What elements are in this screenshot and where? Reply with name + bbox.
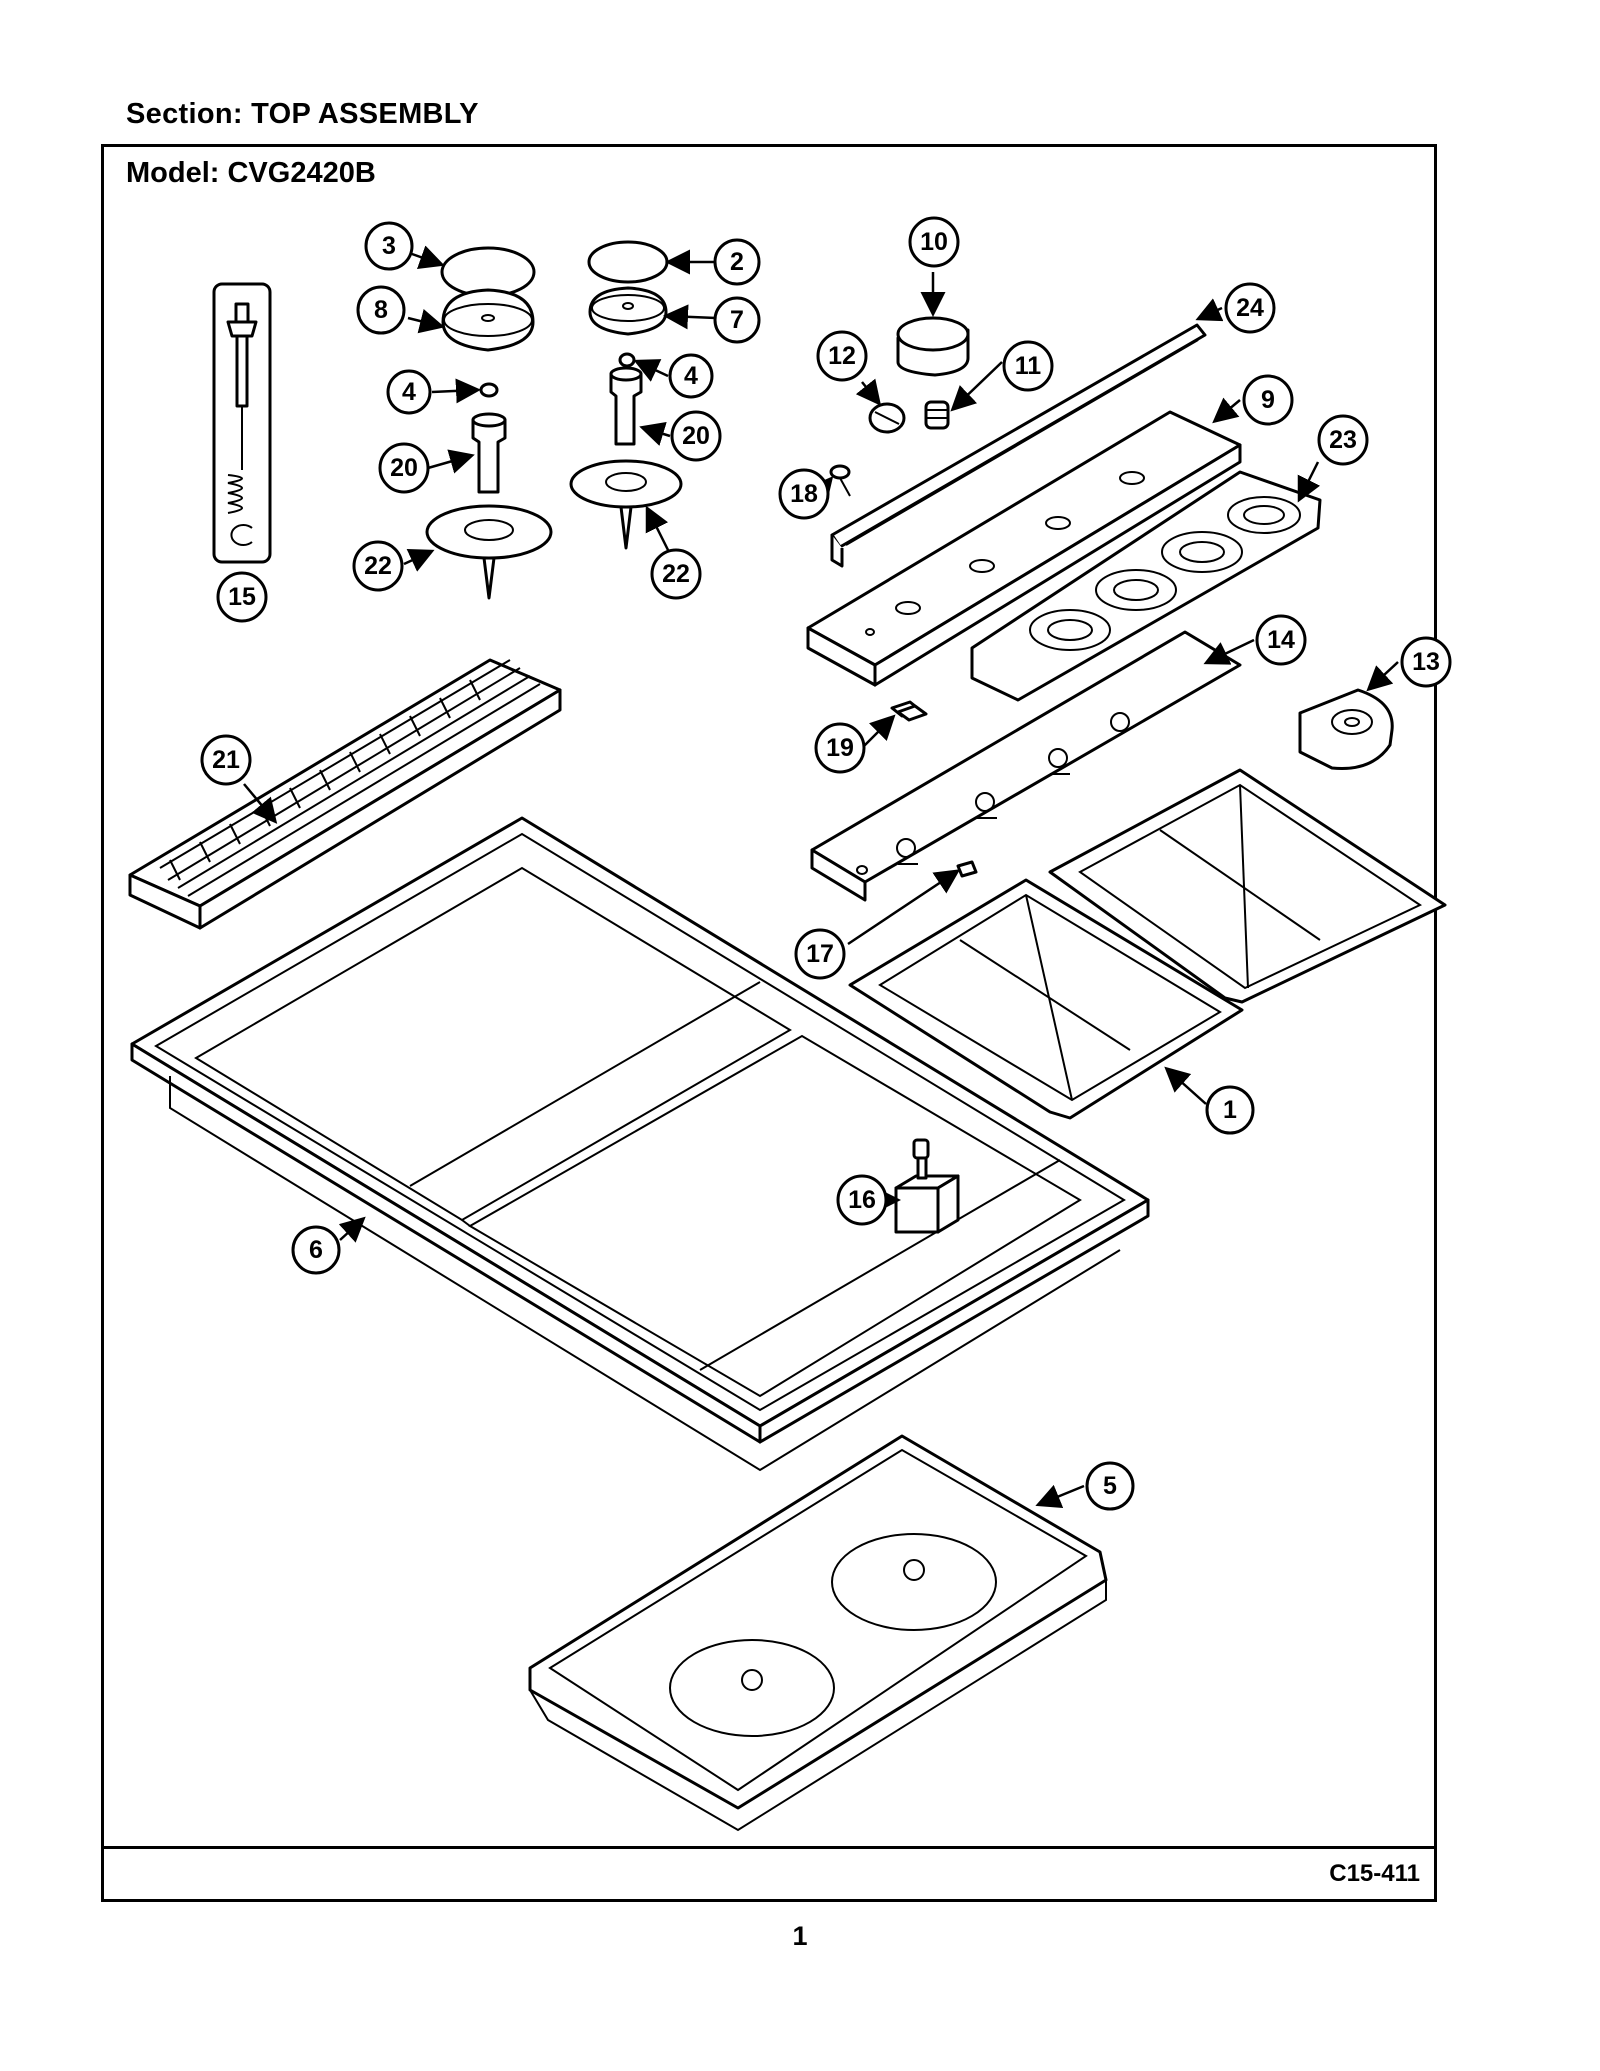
burner-head-large: [441, 288, 535, 352]
callout-10: 10: [908, 216, 960, 268]
callout-2: 2: [713, 238, 761, 286]
callout-22-left: 22: [352, 540, 404, 592]
callout-23: 23: [1317, 414, 1369, 466]
callout-22-right: 22: [650, 548, 702, 600]
svg-text:13: 13: [1412, 648, 1440, 676]
knob-spring: [924, 400, 950, 430]
svg-text:9: 9: [1261, 386, 1275, 414]
cooktop-frame: [130, 816, 1150, 1472]
svg-text:21: 21: [212, 746, 240, 774]
orifice-right: [618, 352, 636, 368]
svg-text:20: 20: [390, 454, 418, 482]
igniter-bracket: [810, 630, 1242, 902]
grate-left: [848, 878, 1244, 1120]
callout-7: 7: [713, 296, 761, 344]
griddle-grate: [128, 658, 562, 930]
leader-lines: [243, 245, 1399, 1508]
footer-divider: [101, 1846, 1437, 1849]
callout-9: 9: [1242, 374, 1294, 426]
callout-20-left: 20: [378, 442, 430, 494]
svg-text:20: 20: [682, 422, 710, 450]
svg-text:24: 24: [1236, 294, 1264, 322]
burner-cap-small: [587, 240, 669, 284]
svg-text:2: 2: [730, 248, 744, 276]
page-number: 1: [792, 1921, 808, 1951]
callout-12: 12: [816, 330, 868, 382]
svg-text:22: 22: [364, 552, 392, 580]
section-title: Section: TOP ASSEMBLY: [126, 98, 479, 130]
callout-3: 3: [364, 221, 414, 271]
callout-8: 8: [356, 285, 406, 335]
burner-base-right: [569, 459, 683, 550]
callout-21: 21: [200, 734, 252, 786]
callout-16: 16: [836, 1174, 888, 1226]
svg-text:12: 12: [828, 342, 856, 370]
svg-text:4: 4: [684, 362, 698, 390]
grate-right: [1048, 768, 1447, 1004]
svg-text:6: 6: [309, 1236, 323, 1264]
callout-14: 14: [1255, 614, 1307, 666]
callout-19: 19: [814, 722, 866, 774]
svg-text:22: 22: [662, 560, 690, 588]
diagram-code: C15-411: [1329, 1860, 1420, 1887]
svg-text:5: 5: [1103, 1472, 1117, 1500]
callout-6: 6: [291, 1225, 341, 1275]
callout-17: 17: [794, 928, 846, 980]
control-panel: [806, 410, 1242, 687]
callout-24: 24: [1224, 282, 1276, 334]
callout-13: 13: [1400, 636, 1452, 688]
orifice-left: [479, 382, 499, 398]
burner-head-small: [588, 286, 668, 336]
callout-18: 18: [778, 468, 830, 520]
knob-insert: [868, 402, 906, 434]
svg-text:14: 14: [1267, 626, 1295, 654]
control-knob: [896, 316, 970, 377]
svg-text:3: 3: [382, 232, 396, 260]
model-title: Model: CVG2420B: [126, 157, 376, 189]
callout-15: 15: [216, 571, 268, 623]
spark-module-small: [896, 704, 928, 722]
burner-box-liner: [970, 470, 1322, 702]
diagram-frame: [101, 144, 1437, 1902]
svg-text:4: 4: [402, 378, 416, 406]
drip-pan: [528, 1434, 1108, 1832]
trim-channel: [830, 323, 1207, 568]
svg-text:10: 10: [920, 228, 948, 256]
svg-text:23: 23: [1329, 426, 1357, 454]
svg-text:17: 17: [806, 940, 834, 968]
callout-5: 5: [1085, 1461, 1135, 1511]
svg-text:19: 19: [826, 734, 854, 762]
burner-tube-right: [609, 366, 643, 446]
svg-text:1: 1: [1223, 1096, 1237, 1124]
svg-text:11: 11: [1015, 352, 1042, 380]
burner-tube-left: [471, 412, 507, 494]
callout-4-right: 4: [668, 353, 714, 399]
burner-base-left: [425, 504, 553, 600]
svg-text:16: 16: [848, 1186, 876, 1214]
callout-11: 11: [1002, 340, 1054, 392]
burner-ring-assembly: [1298, 688, 1394, 771]
igniter-electrode-clip: [956, 860, 978, 878]
callout-4-left: 4: [386, 369, 432, 415]
svg-text:18: 18: [790, 480, 818, 508]
svg-text:8: 8: [374, 296, 388, 324]
igniter-kit-box: [212, 282, 272, 564]
callout-1: 1: [1205, 1085, 1255, 1135]
screw: [829, 464, 851, 497]
svg-text:15: 15: [228, 583, 256, 611]
svg-text:7: 7: [730, 306, 744, 334]
callout-20-right: 20: [670, 410, 722, 462]
